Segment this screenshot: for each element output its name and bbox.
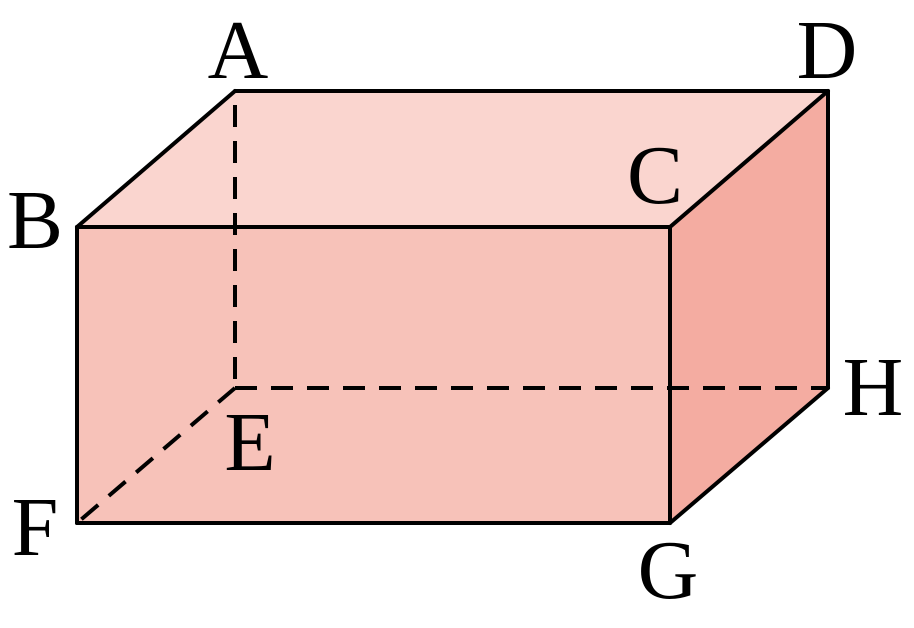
top-face-ABCD bbox=[77, 91, 828, 227]
edge-GH bbox=[668, 386, 830, 525]
edge-AB bbox=[75, 89, 237, 229]
vertex-label-D: D bbox=[797, 4, 858, 97]
vertex-label-F: F bbox=[12, 481, 59, 574]
vertex-label-H: H bbox=[843, 341, 904, 434]
side-face-CDHG bbox=[670, 91, 828, 523]
vertex-label-G: G bbox=[638, 524, 699, 617]
front-face-BCGF bbox=[77, 227, 670, 523]
edge-CD bbox=[668, 89, 830, 229]
vertex-label-B: B bbox=[7, 174, 63, 267]
vertex-label-C: C bbox=[627, 129, 683, 222]
vertex-label-A: A bbox=[208, 4, 269, 97]
vertex-label-E: E bbox=[224, 396, 275, 489]
